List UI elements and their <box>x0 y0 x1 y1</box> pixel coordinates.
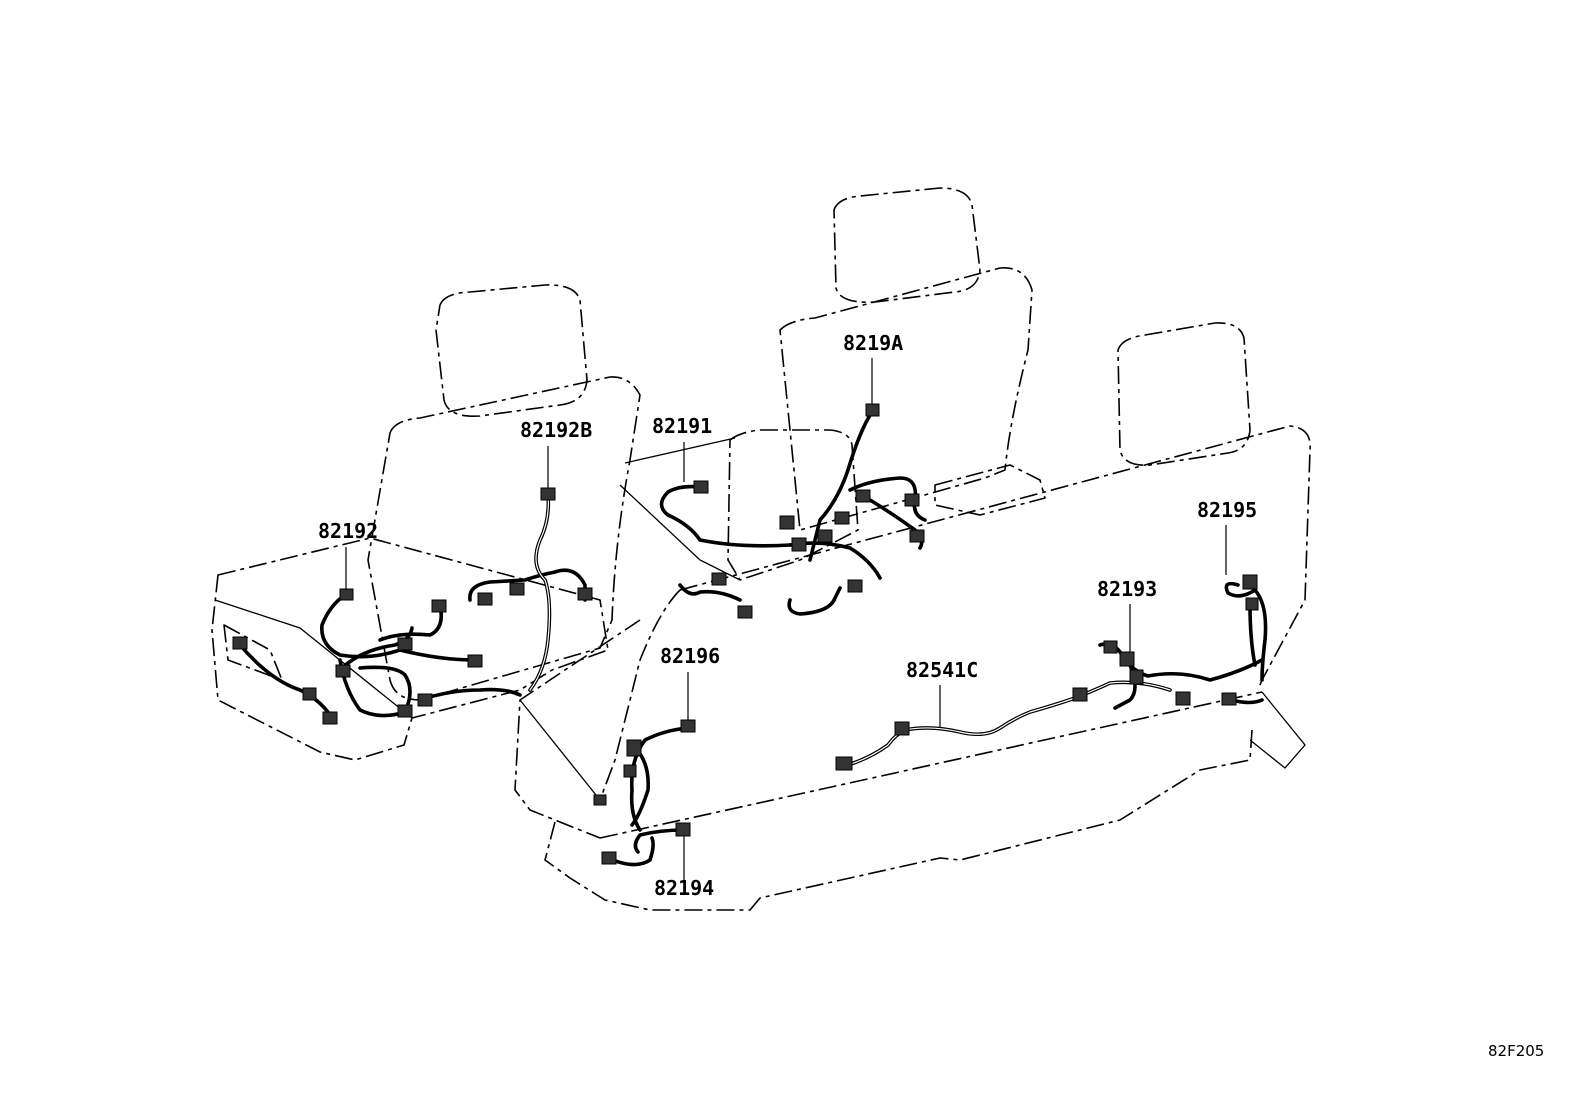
harness-82191 <box>659 480 882 619</box>
label-82191: 82191 <box>652 414 712 438</box>
leader-lines <box>345 358 1227 884</box>
harness-82541C <box>835 680 1172 771</box>
harness-82194 <box>601 822 691 867</box>
right-seat-outline <box>619 187 1046 581</box>
label-82541c: 82541C <box>906 658 978 682</box>
part-labels: 82192 82192B 82191 8219A 82195 82193 825… <box>318 331 1544 1060</box>
harness-82196 <box>593 719 696 832</box>
harness-82193 <box>1098 640 1264 710</box>
label-82193: 82193 <box>1097 577 1157 601</box>
label-82192: 82192 <box>318 519 378 543</box>
label-82196: 82196 <box>660 644 720 668</box>
figure-code: 82F205 <box>1488 1042 1544 1060</box>
label-82192b: 82192B <box>520 418 592 442</box>
rear-seat-outline <box>514 322 1311 911</box>
harness-82192 <box>232 588 522 725</box>
harness-82195 <box>1221 574 1268 706</box>
harness-8219A <box>808 403 927 562</box>
left-seat-outline <box>211 284 641 761</box>
harness-82192B <box>378 487 593 692</box>
label-8219a: 8219A <box>843 331 903 355</box>
label-82194: 82194 <box>654 876 714 900</box>
label-82195: 82195 <box>1197 498 1257 522</box>
